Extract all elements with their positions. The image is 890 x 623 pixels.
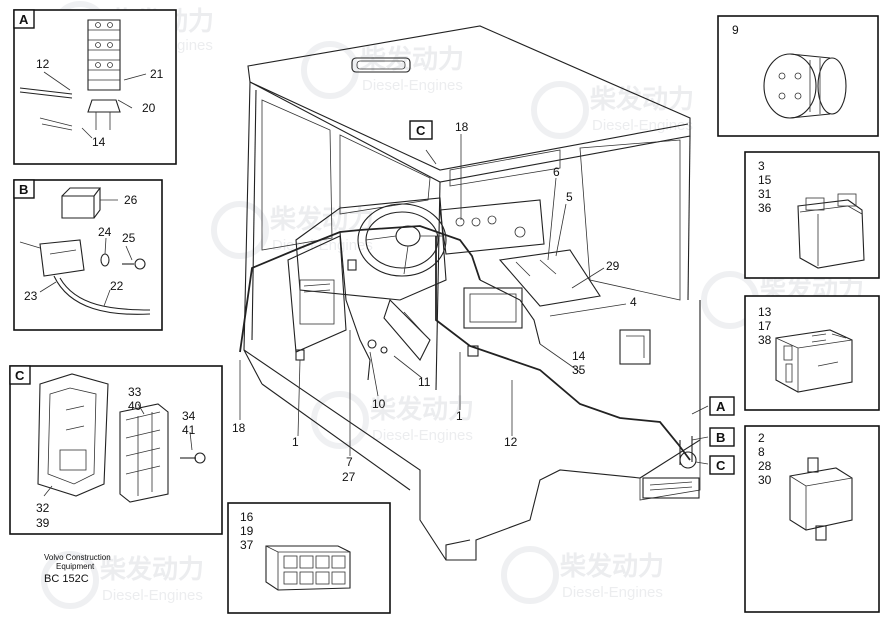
detail-box-c: C 33 40 34 41 32 39	[9, 365, 223, 535]
part-label: 39	[36, 516, 50, 530]
svg-text:柴发动力: 柴发动力	[359, 44, 464, 75]
detail-box-b: B 26 24 25 23 22	[13, 179, 163, 331]
detail-box-16: 16 19 37	[227, 502, 391, 614]
part-label: 18	[232, 421, 246, 435]
watermark-logo: 柴发动力 Diesel-Engines	[531, 81, 694, 139]
watermark-layer: 柴发动力 Diesel-Engines 柴发动力 Diesel-Engines …	[41, 1, 864, 609]
part-label: 23	[24, 289, 38, 303]
svg-text:B: B	[716, 430, 725, 445]
footer-line-2: Equipment	[56, 562, 95, 571]
leader-lines	[239, 134, 709, 465]
part-label: 5	[566, 190, 573, 204]
svg-text:C: C	[716, 458, 726, 473]
footer-block: Volvo Construction Equipment BC 152C	[44, 553, 111, 585]
watermark-logo: 柴发动力 Diesel-Engines	[501, 546, 664, 604]
svg-text:柴发动力: 柴发动力	[559, 551, 664, 582]
part-label: 29	[606, 259, 620, 273]
part-label: 16	[240, 510, 254, 524]
part-label: 34	[182, 409, 196, 423]
part-label: 30	[758, 473, 772, 487]
part-label: 17	[758, 319, 772, 333]
part-label: 41	[182, 423, 196, 437]
main-part-labels: 18 6 5 29 4 14 35 11 10 1 1 12 7 27 18	[232, 120, 637, 484]
svg-text:Diesel-Engines: Diesel-Engines	[562, 584, 663, 601]
svg-text:柴发动力: 柴发动力	[589, 84, 694, 115]
svg-text:A: A	[19, 12, 29, 27]
part-label: 22	[110, 279, 124, 293]
part-label: 18	[455, 120, 469, 134]
part-label: 3	[758, 159, 765, 173]
part-label: 14	[92, 135, 106, 149]
svg-text:C: C	[416, 123, 426, 138]
watermark-logo: 柴发动力 Diesel-Engines	[211, 201, 374, 259]
part-label: 35	[572, 363, 586, 377]
part-label: 27	[342, 470, 356, 484]
part-label: 26	[124, 193, 138, 207]
part-label: 24	[98, 225, 112, 239]
part-label: 15	[758, 173, 772, 187]
part-label: 12	[504, 435, 518, 449]
part-label: 4	[630, 295, 637, 309]
part-label: 31	[758, 187, 772, 201]
detail-box-3: 3 15 31 36	[744, 151, 880, 279]
svg-text:Diesel-Engines: Diesel-Engines	[372, 427, 473, 444]
part-label: 38	[758, 333, 772, 347]
detail-box-13: 13 17 38	[744, 295, 880, 411]
part-label: 25	[122, 231, 136, 245]
part-label: 1	[456, 409, 463, 423]
svg-text:C: C	[15, 368, 25, 383]
part-label: 14	[572, 349, 586, 363]
section-tag-a-ref: A	[709, 396, 735, 416]
cab-illustration	[239, 25, 701, 561]
part-label: 13	[758, 305, 772, 319]
part-label: 36	[758, 201, 772, 215]
part-label: 9	[732, 23, 739, 37]
part-label: 33	[128, 385, 142, 399]
svg-text:Diesel-Engines: Diesel-Engines	[592, 117, 693, 134]
svg-text:柴发动力: 柴发动力	[99, 554, 204, 585]
part-label: 8	[758, 445, 765, 459]
part-label: 11	[418, 375, 431, 389]
section-tag-c-ref: C	[709, 455, 735, 475]
part-label: 37	[240, 538, 254, 552]
part-label: 10	[372, 397, 386, 411]
svg-text:A: A	[716, 399, 726, 414]
part-label: 28	[758, 459, 772, 473]
part-label: 12	[36, 57, 50, 71]
detail-box-9: 9	[717, 15, 879, 137]
footer-line-1: Volvo Construction	[44, 553, 111, 562]
watermark-logo: 柴发动力 Diesel-Engines	[311, 391, 474, 449]
watermark-logo: 柴发动力 Diesel-Engines	[301, 41, 464, 99]
part-label: 1	[292, 435, 299, 449]
svg-text:B: B	[19, 182, 28, 197]
part-label: 20	[142, 101, 156, 115]
svg-text:柴发动力: 柴发动力	[369, 394, 474, 425]
detail-box-2: 2 8 28 30	[744, 425, 880, 613]
part-label: 7	[346, 455, 353, 469]
watermark-logo: 柴发动力 Diesel-Engines	[41, 551, 204, 609]
part-label: 40	[128, 399, 142, 413]
section-tag-b-ref: B	[709, 427, 735, 447]
footer-code: BC 152C	[44, 573, 89, 585]
svg-text:Diesel-Engines: Diesel-Engines	[362, 77, 463, 94]
detail-box-a: A 12 21 20 14	[13, 9, 177, 165]
part-label: 19	[240, 524, 254, 538]
part-label: 21	[150, 67, 164, 81]
part-label: 2	[758, 431, 765, 445]
section-tag-c-main: C	[409, 120, 433, 140]
svg-text:Diesel-Engines: Diesel-Engines	[102, 587, 203, 604]
part-label: 6	[553, 165, 560, 179]
part-label: 32	[36, 501, 50, 515]
